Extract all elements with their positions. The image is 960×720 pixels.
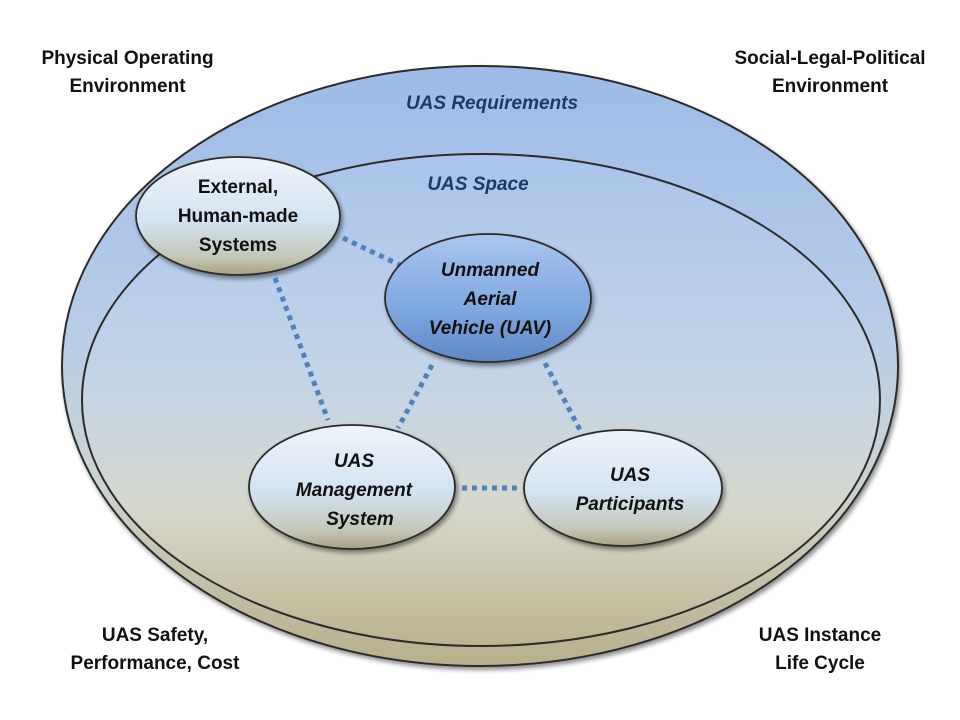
label-uas-instance-life-cycle: UAS Instance Life Cycle (725, 622, 915, 678)
connector-uav-management (395, 363, 435, 430)
node-label-line: Vehicle (UAV) (429, 318, 551, 339)
node-label-line: UAS (334, 451, 374, 472)
node-label-line: UAS (610, 465, 650, 486)
label-line: Social-Legal-Political (734, 48, 926, 69)
label-social-legal-political-environment: Social-Legal-Political Environment (715, 45, 945, 101)
connector-external-uav (341, 235, 404, 269)
label-line: Environment (771, 76, 889, 97)
node-label-line: Systems (199, 235, 277, 256)
label-uas-requirements: UAS Requirements (406, 93, 578, 114)
node-uas-participants: UAS Participants (523, 429, 723, 547)
node-label-line: Human-made (178, 206, 298, 227)
label-line: UAS Instance (758, 625, 882, 646)
node-label-line: Unmanned (441, 260, 540, 281)
label-line: Physical Operating (41, 48, 214, 69)
node-label-line: Participants (576, 494, 685, 515)
connectors (272, 235, 583, 491)
label-line: Environment (69, 76, 186, 97)
node-unmanned-aerial-vehicle: Unmanned Aerial Vehicle (UAV) (384, 233, 592, 363)
label-uas-safety-performance-cost: UAS Safety, Performance, Cost (50, 622, 260, 678)
label-uas-space: UAS Space (427, 174, 529, 195)
node-label-line: Management (296, 480, 413, 501)
node-label-line: System (326, 509, 394, 530)
label-line: Life Cycle (775, 653, 865, 674)
node-label-line: External, (198, 177, 278, 198)
node-label-line: Aerial (463, 289, 518, 310)
connector-uav-participants (542, 361, 583, 432)
label-line: UAS Safety, (101, 625, 209, 646)
node-uas-management-system: UAS Management System (248, 424, 456, 550)
label-line: Performance, Cost (70, 653, 240, 674)
label-physical-operating-environment: Physical Operating Environment (30, 45, 225, 101)
node-external-human-made-systems: External, Human-made Systems (135, 156, 341, 276)
